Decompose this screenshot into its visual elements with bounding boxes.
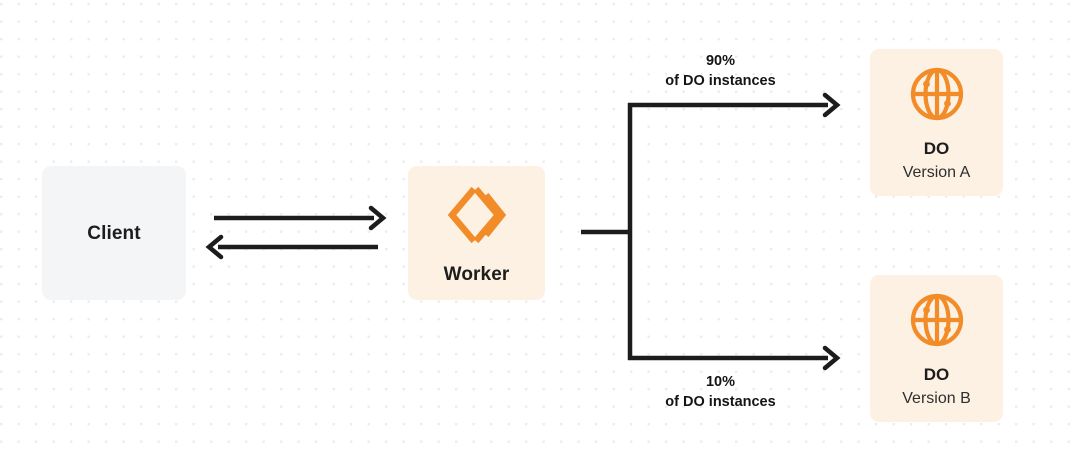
node-do-version-b: DO Version B: [870, 275, 1003, 422]
edge-label-do-a-text: of DO instances: [665, 72, 776, 89]
node-do-a-label: DO: [923, 138, 950, 158]
node-do-b-sublabel: Version B: [902, 389, 971, 407]
edge-label-do-a: 90% of DO instances: [604, 52, 837, 91]
node-worker: Worker: [408, 166, 545, 300]
node-do-b-label: DO: [923, 364, 950, 384]
globe-icon: [908, 65, 966, 123]
node-worker-label: Worker: [443, 263, 510, 285]
edge-label-do-b-percent: 10%: [705, 374, 736, 390]
node-do-a-sublabel: Version A: [902, 163, 971, 181]
edge-label-do-b-text: of DO instances: [665, 393, 776, 410]
globe-icon: [908, 291, 966, 349]
node-do-version-a: DO Version A: [870, 49, 1003, 196]
edge-worker-to-do-b: [628, 345, 841, 371]
node-client-label: Client: [87, 222, 141, 244]
node-client: Client: [42, 166, 186, 300]
edge-label-do-a-percent: 90%: [705, 53, 736, 69]
edge-worker-to-client: [205, 234, 378, 260]
edge-worker-to-do-a: [628, 92, 841, 118]
cloudflare-workers-icon: [446, 183, 508, 247]
edge-client-to-worker: [214, 205, 387, 231]
edge-label-do-b: 10% of DO instances: [604, 373, 837, 412]
